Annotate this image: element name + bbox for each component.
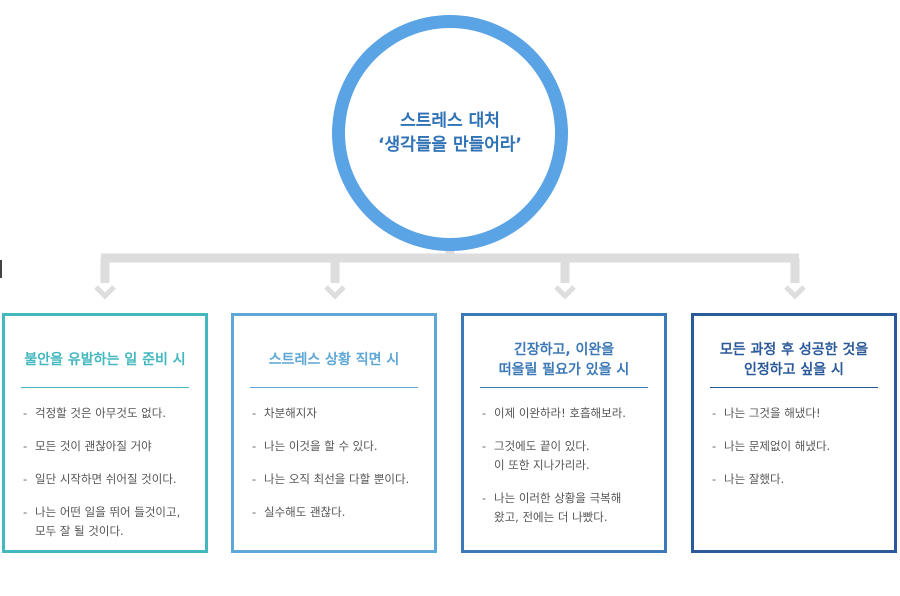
list-item-text: 차분해지자: [264, 406, 317, 420]
arrow-down-icon: [554, 285, 576, 300]
central-title: 스트레스 대처: [400, 111, 500, 131]
list-item-text: 이 또한 지나가리라.: [494, 458, 590, 472]
card-list: 나는 그것을 해냈다! 나는 문제없이 해냈다. 나는 잘했다.: [712, 404, 884, 503]
list-item: 나는 오직 최선을 다할 뿐이다.: [252, 470, 424, 489]
list-item: 그것에도 끝이 있다. 이 또한 지나가리라.: [482, 437, 654, 475]
card-divider: [710, 387, 878, 388]
list-item: 걱정할 것은 아무것도 없다.: [23, 404, 195, 423]
card-title-line: 스트레스 상황 직면 시: [268, 352, 400, 368]
arrow-down-icon: [324, 285, 346, 300]
list-item-text: 왔고, 전에는 더 나빴다.: [494, 510, 608, 524]
list-item-text: 실수해도 괜찮다.: [264, 505, 346, 519]
card-title: 불안을 유발하는 일 준비 시: [5, 334, 205, 386]
list-item-text: 나는 이러한 상황을 극복해: [494, 491, 622, 505]
list-item-text: 나는 이것을 할 수 있다.: [264, 439, 378, 453]
arrow-down-icon: [784, 285, 806, 300]
card-list: 이제 이완하라! 호흡해보라. 그것에도 끝이 있다. 이 또한 지나가리라. 나는 …: [482, 404, 654, 541]
list-item-text: 나는 오직 최선을 다할 뿐이다.: [264, 472, 410, 486]
central-subtitle: ‘생각들을 만들어라’: [378, 135, 522, 155]
card-list: 걱정할 것은 아무것도 없다. 모든 것이 괜찮아질 거야일단 시작하면 쉬어질 …: [23, 404, 195, 555]
card-title-line: 긴장하고, 이완을: [513, 342, 615, 358]
card-divider: [480, 387, 648, 388]
list-item-text: 나는 잘했다.: [724, 472, 785, 486]
list-item: 나는 잘했다.: [712, 470, 884, 489]
list-item-text: 나는 문제없이 해냈다.: [724, 439, 831, 453]
card-title-line: 인정하고 싶을 시: [744, 362, 844, 378]
list-item: 차분해지자: [252, 404, 424, 423]
list-item: 모든 것이 괜찮아질 거야: [23, 437, 195, 456]
card-title-line: 모든 과정 후 성공한 것을: [719, 342, 869, 358]
list-item: 실수해도 괜찮다.: [252, 503, 424, 522]
list-item-text: 나는 그것을 해냈다!: [724, 406, 821, 420]
list-item-text: 그것에도 끝이 있다.: [494, 439, 590, 453]
list-item: 나는 어떤 일을 뛰어 들것이고, 모두 잘 될 것이다.: [23, 503, 195, 541]
list-item: 나는 그것을 해냈다!: [712, 404, 884, 423]
list-item-text: 걱정할 것은 아무것도 없다.: [35, 406, 167, 420]
card-title: 스트레스 상황 직면 시: [234, 334, 434, 386]
edge-mark: [0, 260, 2, 278]
list-item: 나는 문제없이 해냈다.: [712, 437, 884, 456]
list-item: 나는 이것을 할 수 있다.: [252, 437, 424, 456]
list-item-text: 일단 시작하면 쉬어질 것이다.: [35, 472, 177, 486]
connector-lines: [94, 238, 806, 300]
card-anxiety-preparation: 불안을 유발하는 일 준비 시 걱정할 것은 아무것도 없다. 모든 것이 괜찮아…: [2, 313, 208, 553]
list-item-text: 이제 이완하라! 호흡해보라.: [494, 406, 626, 420]
list-item-text: 나는 어떤 일을 뛰어 들것이고,: [35, 505, 181, 519]
card-stress-confrontation: 스트레스 상황 직면 시 차분해지자나는 이것을 할 수 있다. 나는 오직 최선…: [231, 313, 437, 553]
list-item: 일단 시작하면 쉬어질 것이다.: [23, 470, 195, 489]
list-item-text: 모든 것이 괜찮아질 거야: [35, 439, 152, 453]
card-divider: [21, 387, 189, 388]
card-title-line: 떠올릴 필요가 있을 시: [498, 362, 630, 378]
card-list: 차분해지자나는 이것을 할 수 있다. 나는 오직 최선을 다할 뿐이다. 실수해도…: [252, 404, 424, 536]
card-title-line: 불안을 유발하는 일 준비 시: [24, 352, 186, 368]
central-circle-content: 스트레스 대처 ‘생각들을 만들어라’: [345, 28, 555, 238]
list-item: 이제 이완하라! 호흡해보라.: [482, 404, 654, 423]
list-item-text: 모두 잘 될 것이다.: [35, 524, 124, 538]
card-divider: [250, 387, 418, 388]
arrow-down-icon: [94, 285, 116, 300]
